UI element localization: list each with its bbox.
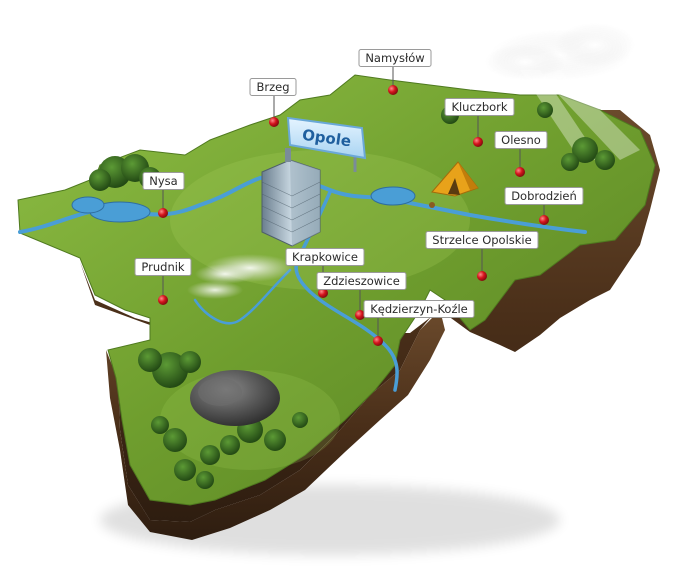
city-label: Olesno xyxy=(501,133,541,147)
tent-icon xyxy=(429,161,479,208)
map-pin-icon xyxy=(158,295,168,305)
city-label-box xyxy=(363,300,475,318)
city-label: Dobrodzień xyxy=(511,189,577,203)
sun-rays xyxy=(520,70,640,160)
city-label-box xyxy=(358,49,432,67)
city-label: Kluczbork xyxy=(451,100,507,114)
city-label-box xyxy=(316,272,407,290)
rock-mountain xyxy=(190,370,280,426)
city-label: Prudnik xyxy=(141,260,185,274)
city-label-box xyxy=(494,131,548,149)
city-marker-brzeg[interactable]: Brzeg xyxy=(249,78,297,128)
city-label: Krapkowice xyxy=(292,250,358,264)
cloud-small xyxy=(187,281,243,299)
map-pin-icon xyxy=(269,117,279,127)
forest-south xyxy=(138,348,308,489)
city-label: Brzeg xyxy=(256,80,289,94)
city-label-box xyxy=(249,78,297,96)
city-label-box xyxy=(444,98,515,116)
city-label-box xyxy=(425,231,539,249)
opole-building xyxy=(261,148,321,247)
city-marker-dobrodzien[interactable]: Dobrodzień xyxy=(504,187,584,226)
city-label: Kędzierzyn-Koźle xyxy=(370,302,468,316)
map-pin-icon xyxy=(539,215,549,225)
cloud-top-right xyxy=(485,23,635,80)
city-marker-strzelce-opolskie[interactable]: Strzelce Opolskie xyxy=(425,231,539,282)
map-pin-icon xyxy=(477,271,487,281)
river-nysa xyxy=(193,268,292,325)
city-label-box xyxy=(142,172,185,190)
map-pin-icon xyxy=(515,167,525,177)
city-label: Nysa xyxy=(149,174,177,188)
map-pin-icon xyxy=(318,288,328,298)
city-label-box xyxy=(504,187,584,205)
map-pin-icon xyxy=(158,208,168,218)
map-pin-icon xyxy=(388,85,398,95)
city-layer: NamysłówBrzegKluczborkOlesnoNysaDobrodzi… xyxy=(134,49,584,347)
city-marker-kluczbork[interactable]: Kluczbork xyxy=(444,98,515,148)
city-marker-olesno[interactable]: Olesno xyxy=(494,131,548,178)
city-label: Strzelce Opolskie xyxy=(432,233,531,247)
map-pin-icon xyxy=(373,336,383,346)
map-soil-south xyxy=(106,310,445,540)
city-marker-krapkowice[interactable]: Krapkowice xyxy=(285,248,365,299)
map-pin-icon xyxy=(355,310,365,320)
city-marker-nysa[interactable]: Nysa xyxy=(142,172,185,219)
city-marker-kedzierzyn-kozle[interactable]: Kędzierzyn-Koźle xyxy=(363,300,475,347)
city-label: Namysłów xyxy=(365,51,424,65)
city-marker-prudnik[interactable]: Prudnik xyxy=(134,258,192,306)
city-label: Zdzieszowice xyxy=(323,274,400,288)
lake-west xyxy=(71,196,105,214)
cloud-center xyxy=(195,254,295,284)
city-marker-namyslow[interactable]: Namysłów xyxy=(358,49,432,96)
map-pin-icon xyxy=(473,137,483,147)
lake-turawa xyxy=(370,186,416,206)
city-label-box xyxy=(285,248,365,266)
city-marker-zdzieszowice[interactable]: Zdzieszowice xyxy=(316,272,407,321)
city-label-box xyxy=(134,258,192,276)
capital-sign[interactable]: Opole xyxy=(286,116,367,172)
